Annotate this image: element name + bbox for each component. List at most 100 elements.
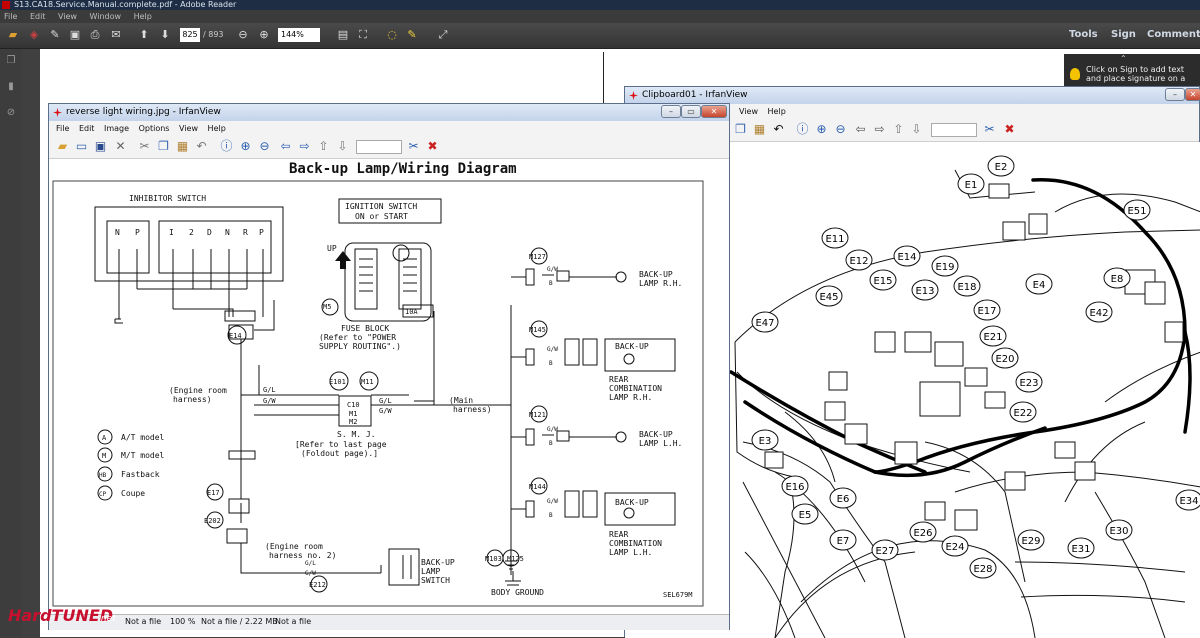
slideshow-icon[interactable]: ▭ [75, 139, 88, 153]
menu-edit[interactable]: Edit [78, 124, 95, 133]
first-icon[interactable]: ⇧ [893, 122, 904, 136]
zoom-select[interactable]: 144% [278, 28, 320, 42]
maximize-button[interactable]: ▭ [681, 105, 701, 118]
connector-label-bubble [909, 521, 937, 543]
attachment-icon[interactable]: ⊘ [6, 107, 16, 118]
fuse-block-label: FUSE BLOCK [341, 324, 389, 333]
m144-label: M144 [529, 483, 546, 491]
menu-window[interactable]: Window [89, 12, 122, 21]
comment-icon[interactable]: ◌ [387, 28, 397, 41]
zoom-in-icon[interactable]: ⊕ [240, 139, 251, 153]
legend-sym-cp: CP [99, 491, 107, 498]
paste-icon[interactable]: ▦ [753, 122, 766, 136]
zoom-in-icon[interactable]: ⊕ [259, 28, 269, 41]
legend-text-a: A/T model [121, 433, 165, 442]
wiring-title-bar[interactable]: reverse light wiring.jpg - IrfanView – ▭… [49, 104, 729, 121]
menu-help[interactable]: Help [207, 124, 226, 133]
connector-label-bubble [1105, 519, 1133, 541]
menu-image[interactable]: Image [103, 124, 130, 133]
fuse-amp-label: 10A [405, 308, 418, 316]
open-icon[interactable]: ▰ [8, 28, 18, 41]
page-down-icon[interactable]: ⬇ [160, 28, 170, 41]
open-icon[interactable]: ▰ [57, 139, 68, 153]
settings-icon[interactable]: ✂ [408, 139, 419, 153]
navigation-pane: ❐ ▮ ⊘ [0, 49, 22, 637]
tooltip-caret-icon: ⌃ [1120, 54, 1127, 63]
exit-icon[interactable]: ✖ [427, 139, 438, 153]
full-screen-icon[interactable]: ⛶ [359, 28, 367, 41]
copy-icon[interactable]: ❐ [735, 122, 746, 136]
highlight-icon[interactable]: ✎ [407, 28, 417, 41]
expand-icon[interactable]: ⤢ [438, 28, 448, 41]
first-icon[interactable]: ⇧ [318, 139, 329, 153]
create-pdf-icon[interactable]: ◈ [29, 28, 39, 41]
file-box[interactable] [356, 140, 402, 154]
status-zoom: 100 % [170, 617, 196, 626]
bookmark-icon[interactable]: ▮ [8, 81, 14, 92]
email-icon[interactable]: ✉ [111, 28, 121, 41]
next-icon[interactable]: ⇨ [299, 139, 310, 153]
clipboard-toolbar: ❐ ▦ ↶ ⓘ ⊕ ⊖ ⇦ ⇨ ⇧ ⇩ ✂ ✖ [625, 119, 1199, 142]
exit-icon[interactable]: ✖ [1004, 122, 1015, 136]
connector-label-e19: E19 [935, 262, 954, 273]
menu-view[interactable]: View [57, 12, 77, 21]
connector-label-bubble [871, 539, 899, 561]
next-icon[interactable]: ⇨ [874, 122, 885, 136]
zoom-out-icon[interactable]: ⊖ [835, 122, 846, 136]
zoom-out-icon[interactable]: ⊖ [259, 139, 270, 153]
print-icon[interactable]: ⎙ [90, 28, 100, 41]
comment-button[interactable]: Comment [1147, 29, 1200, 40]
file-box[interactable] [931, 123, 977, 137]
menu-file[interactable]: File [56, 124, 70, 133]
menu-help[interactable]: Help [767, 107, 786, 116]
previous-icon[interactable]: ⇦ [280, 139, 291, 153]
zoom-in-icon[interactable]: ⊕ [816, 122, 827, 136]
e202-label: E202 [204, 517, 221, 525]
engine-room-no2-1: (Engine room [265, 542, 323, 551]
previous-icon[interactable]: ⇦ [855, 122, 866, 136]
close-button[interactable]: ✕ [1185, 88, 1200, 101]
undo-icon[interactable]: ↶ [773, 122, 784, 136]
copy-icon[interactable]: ❐ [158, 139, 169, 153]
settings-icon[interactable]: ✂ [984, 122, 995, 136]
clipboard-title-bar[interactable]: Clipboard01 - IrfanView – ✕ [625, 87, 1200, 104]
connector-label-bubble [1103, 267, 1131, 289]
close-button[interactable]: ✕ [701, 105, 727, 118]
fit-page-icon[interactable]: ▤ [337, 28, 349, 41]
rear-comb-lh-2: REAR [609, 530, 628, 539]
paste-icon[interactable]: ▦ [176, 139, 189, 153]
m121-label: M121 [529, 411, 546, 419]
last-icon[interactable]: ⇩ [911, 122, 922, 136]
connector-label-e34: E34 [1179, 496, 1198, 507]
zoom-out-icon[interactable]: ⊖ [238, 28, 248, 41]
info-icon[interactable]: ⓘ [796, 122, 809, 136]
e212-label: E212 [309, 581, 326, 589]
minimize-button[interactable]: – [661, 105, 681, 118]
wiring-status-bar: Not a file 100 % Not a file / 2.22 MB No… [49, 614, 729, 630]
cut-icon[interactable]: ✂ [139, 139, 150, 153]
menu-options[interactable]: Options [138, 124, 170, 133]
page-up-icon[interactable]: ⬆ [139, 28, 149, 41]
position-p2: P [259, 228, 264, 237]
undo-icon[interactable]: ↶ [196, 139, 207, 153]
edit-icon[interactable]: ✎ [50, 28, 60, 41]
menu-view[interactable]: View [179, 124, 198, 133]
delete-icon[interactable]: ✕ [115, 139, 126, 153]
save-icon[interactable]: ▣ [94, 139, 107, 153]
fuse-ref-2: SUPPLY ROUTING".) [319, 342, 401, 351]
menu-file[interactable]: File [4, 12, 18, 21]
minimize-button[interactable]: – [1165, 88, 1185, 101]
sign-button[interactable]: Sign [1111, 29, 1136, 40]
tools-button[interactable]: Tools [1069, 29, 1098, 40]
wiring-title: reverse light wiring.jpg - IrfanView [66, 107, 221, 117]
info-icon[interactable]: ⓘ [220, 139, 233, 153]
pages-icon[interactable]: ❐ [6, 55, 16, 66]
menu-edit[interactable]: Edit [29, 12, 46, 21]
last-icon[interactable]: ⇩ [337, 139, 348, 153]
connector-label-e5: E5 [799, 510, 812, 521]
menu-help[interactable]: Help [133, 12, 152, 21]
wiring-toolbar: ▰ ▭ ▣ ✕ ✂ ❐ ▦ ↶ ⓘ ⊕ ⊖ ⇦ ⇨ ⇧ ⇩ ✂ ✖ [49, 136, 729, 159]
save-icon[interactable]: ▣ [69, 28, 81, 41]
menu-view[interactable]: View [739, 107, 758, 116]
page-number-input[interactable]: 825 [180, 28, 200, 42]
